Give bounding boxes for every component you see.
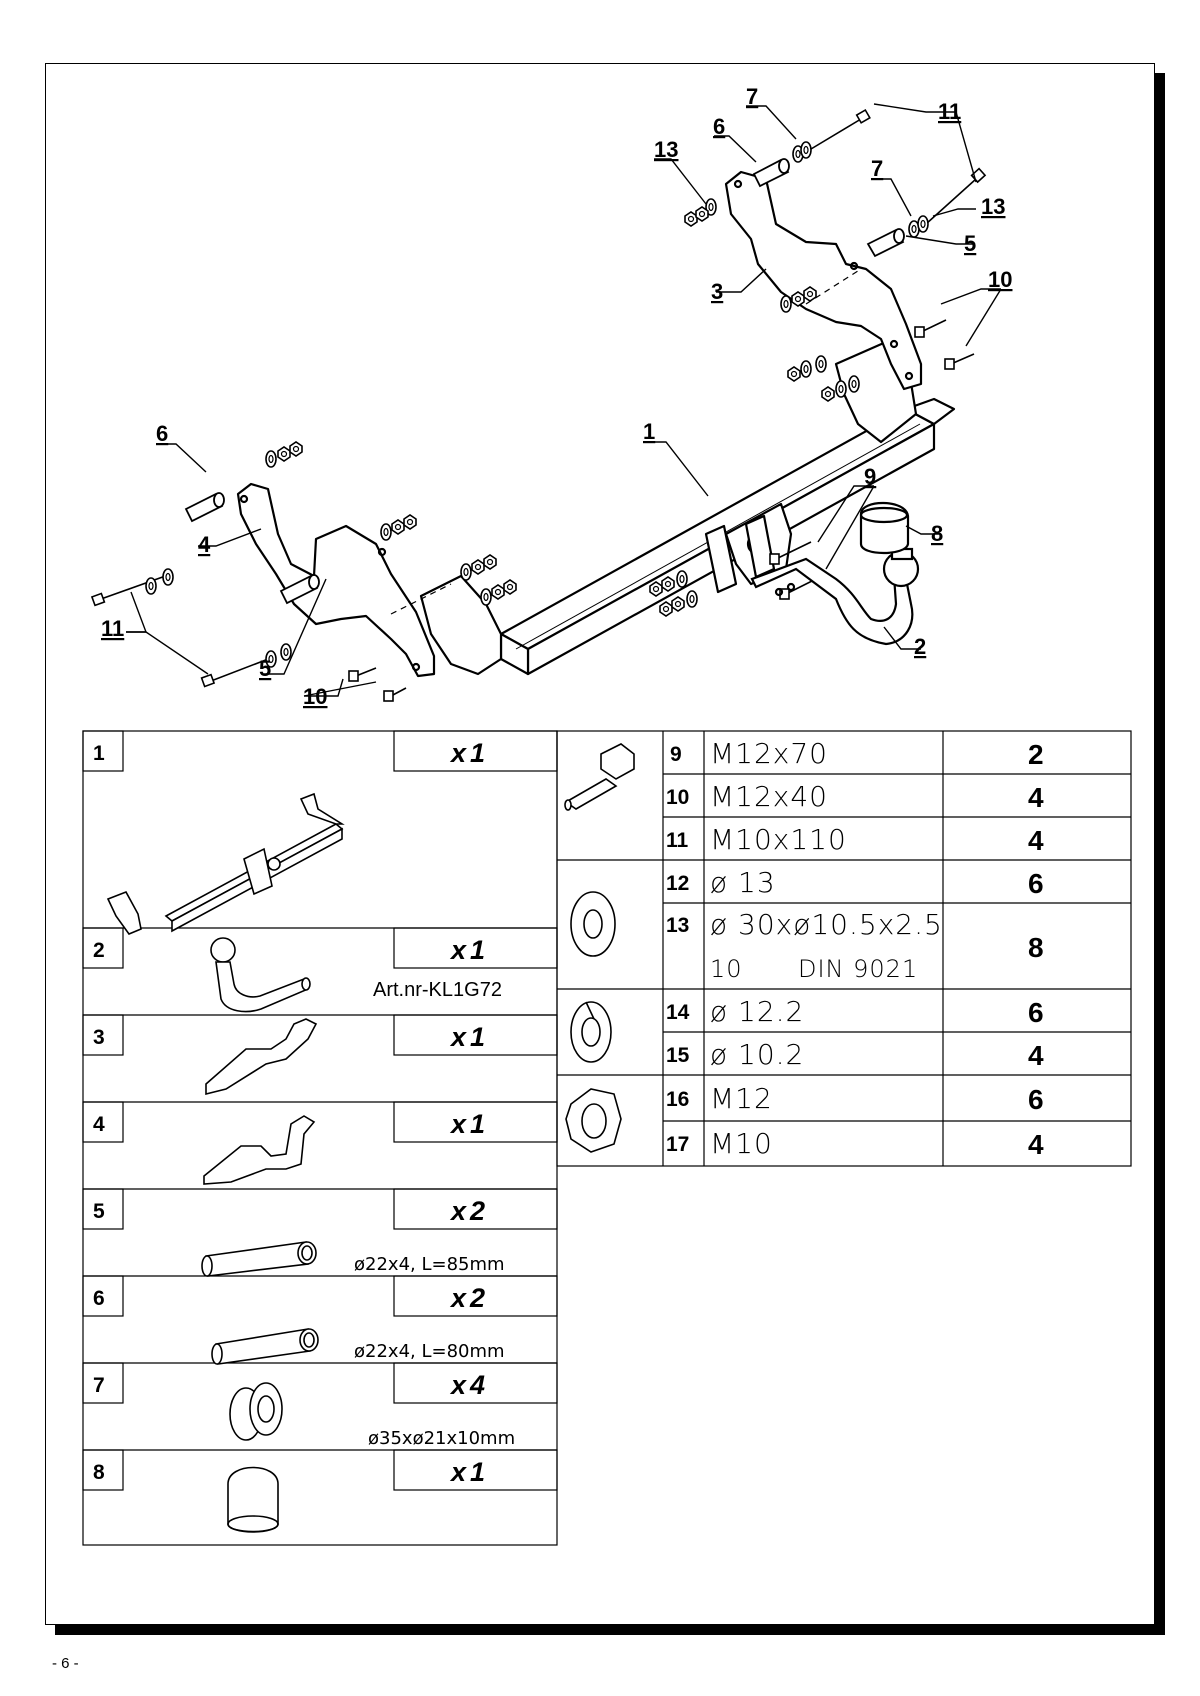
callout-11b: 11 [101,616,124,641]
r9-count: 2 [1028,739,1044,770]
callout-4: 4 [198,532,211,557]
r15-spec: ø 10.2 [710,1038,804,1071]
r12-no: 12 [666,872,689,895]
callout-1: 1 [643,419,655,444]
r10-count: 4 [1028,782,1044,813]
callout-7b: 7 [871,156,883,181]
fasteners [145,141,929,668]
callout-10b: 10 [303,684,327,709]
row6-no: 6 [93,1287,105,1310]
callout-6a: 6 [713,114,725,139]
r11-count: 4 [1028,825,1044,856]
thumb-tube-6 [211,1328,319,1365]
exploded-diagram: 7 6 13 11 7 13 5 3 10 1 6 9 8 4 11 5 10 … [82,84,1132,1546]
callout-5b: 5 [259,656,271,681]
callout-6b: 6 [156,421,168,446]
r9-no: 9 [670,743,682,766]
thumb-towball [210,937,311,1013]
page-number: - 6 - [52,1655,79,1672]
r17-spec: M10 [710,1127,773,1160]
row2-no: 2 [93,939,105,962]
thumb-nut [565,1088,622,1153]
bracket-left [236,482,436,678]
thumb-spacer-7 [229,1382,283,1441]
callout-11a: 11 [938,99,961,124]
r10-spec: M12x40 [710,780,828,813]
assembly-dashes [390,268,862,615]
table-thumbnails [106,743,635,1533]
r9-spec: M12x70 [710,737,828,770]
r13-spec2b: DIN 9021 [798,955,918,983]
r16-no: 16 [666,1088,689,1111]
row3-no: 3 [93,1026,105,1049]
row5-no: 5 [93,1200,105,1223]
r16-spec: M12 [710,1082,773,1115]
row4-no: 4 [93,1113,105,1136]
r14-count: 6 [1028,997,1044,1028]
r17-count: 4 [1028,1129,1044,1160]
row2-note: Art.nr-KL1G72 [373,979,502,1001]
row7-note: ø35xø21x10mm [368,1428,515,1449]
callout-2: 2 [914,634,926,659]
callout-13a: 13 [654,137,678,162]
r11-spec: M10x110 [710,823,847,856]
callout-7a: 7 [746,84,758,109]
callout-8: 8 [931,521,943,546]
row7-no: 7 [93,1374,105,1397]
callout-9: 9 [864,464,876,489]
row1-no: 1 [93,742,105,765]
r11-no: 11 [666,829,689,852]
right-table-text: 9 M12x70 2 10 M12x40 4 11 M10x110 4 12 ø… [666,737,1044,1160]
callout-10a: 10 [988,267,1012,292]
drawing-frame: 7 6 13 11 7 13 5 3 10 1 6 9 8 4 11 5 10 … [45,63,1155,1625]
parts-table [82,730,1132,1546]
callout-3: 3 [711,279,723,304]
bolts [90,108,987,702]
r13-no: 13 [666,914,689,937]
r13-count: 8 [1028,932,1044,963]
r13-spec: ø 30xø10.5x2.5 [710,908,943,941]
callout-5a: 5 [964,231,976,256]
callout-labels: 7 6 13 11 7 13 5 3 10 1 6 9 8 4 11 5 10 … [101,84,1012,709]
thumb-bracket-3 [205,1018,318,1096]
row8-no: 8 [93,1461,105,1484]
tow-ball [750,501,920,646]
thumb-bolt [564,743,635,811]
thumb-lockwasher [570,1001,612,1063]
leader-lines [126,103,1002,697]
thumb-crossbar [106,792,345,935]
r15-no: 15 [666,1044,690,1067]
thumb-bracket-4 [203,1115,316,1185]
callout-13b: 13 [981,194,1005,219]
r14-spec: ø 12.2 [710,995,804,1028]
thumb-tube-5 [201,1241,317,1277]
thumb-washer [570,891,616,957]
r12-spec: ø 13 [710,866,776,899]
r12-count: 6 [1028,868,1044,899]
bracket-right-upper [724,170,923,391]
r15-count: 4 [1028,1040,1044,1071]
r14-no: 14 [666,1001,690,1024]
thumb-cap-8 [227,1466,279,1533]
spacer-tubes [184,158,905,605]
r13-spec2a: 10 [710,955,743,983]
r16-count: 6 [1028,1084,1044,1115]
row5-note: ø22x4, L=85mm [354,1254,505,1275]
r10-no: 10 [666,786,689,809]
row6-note: ø22x4, L=80mm [354,1341,505,1362]
r17-no: 17 [666,1133,689,1156]
